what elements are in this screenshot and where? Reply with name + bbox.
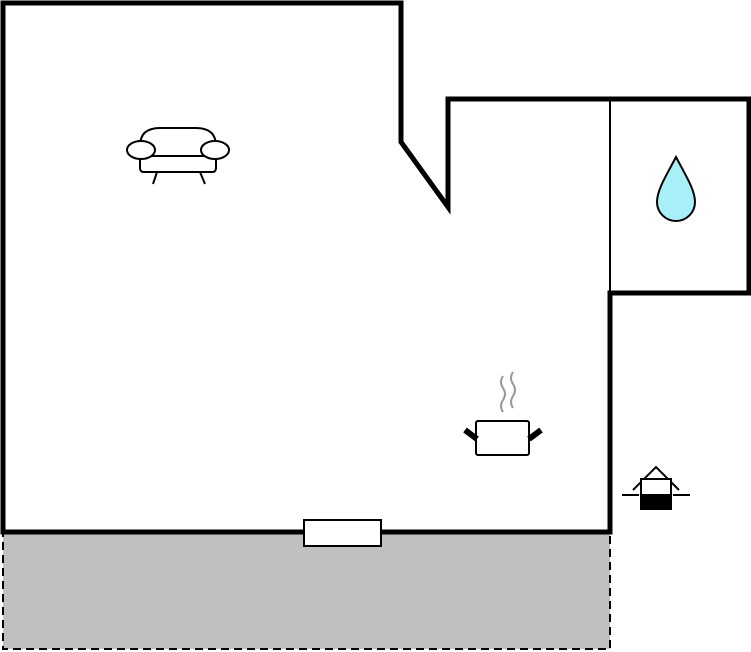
terrace-door	[303, 519, 382, 547]
water-drop-icon	[655, 154, 697, 222]
terrace-area	[2, 531, 611, 650]
outer-walls	[0, 0, 751, 535]
cooking-pot-icon	[463, 371, 543, 456]
entrance-icon	[622, 465, 690, 510]
sofa-icon	[126, 127, 230, 185]
